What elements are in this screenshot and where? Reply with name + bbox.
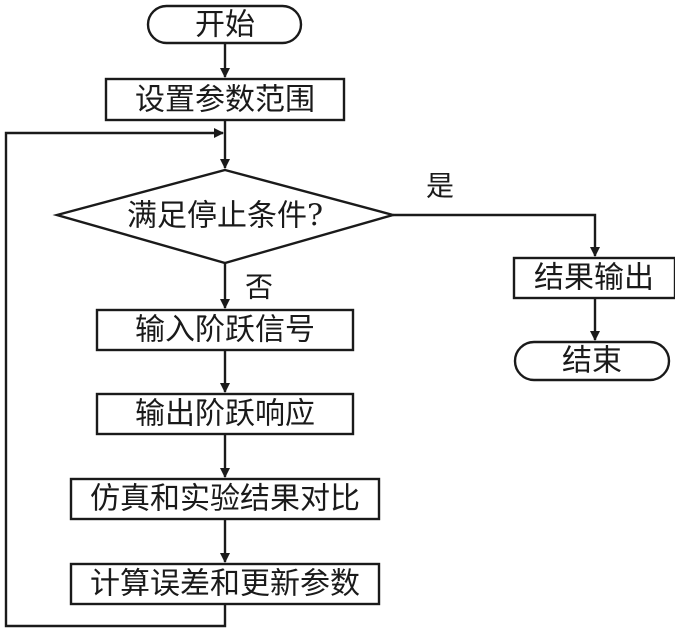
set-params-box xyxy=(104,77,346,122)
end-label: 结束 xyxy=(562,344,622,379)
compute-label: 计算误差和更新参数 xyxy=(90,567,360,602)
decision-diamond xyxy=(52,168,398,265)
start-terminal-shape xyxy=(146,4,303,45)
node-end: 结束 xyxy=(513,340,671,382)
output-step-label: 输出阶跃响应 xyxy=(135,397,315,432)
set-params-label: 设置参数范围 xyxy=(135,83,315,118)
node-input-step: 输入阶跃信号 xyxy=(95,308,355,352)
compute-box xyxy=(69,562,381,606)
edge-feedback-loop xyxy=(4,128,227,628)
edge-label-no: 否 xyxy=(245,271,273,304)
decision-label: 满足停止条件? xyxy=(127,199,323,234)
node-start: 开始 xyxy=(146,4,303,45)
input-step-label: 输入阶跃信号 xyxy=(135,313,315,348)
result-output-label: 结果输出 xyxy=(534,261,654,296)
connectors xyxy=(4,43,600,628)
end-terminal-shape xyxy=(513,340,671,382)
start-label: 开始 xyxy=(195,8,255,43)
input-step-box xyxy=(95,308,355,352)
node-set-params: 设置参数范围 xyxy=(104,77,346,122)
compare-box xyxy=(69,477,381,521)
node-result-output: 结果输出 xyxy=(512,256,675,300)
node-compare: 仿真和实验结果对比 xyxy=(69,477,381,521)
result-output-box xyxy=(512,256,675,300)
node-compute: 计算误差和更新参数 xyxy=(69,562,381,606)
output-step-box xyxy=(95,392,355,436)
edge-label-yes: 是 xyxy=(426,170,454,203)
node-decision: 满足停止条件? xyxy=(52,168,398,265)
edge-decision-yes-to-result xyxy=(393,213,600,257)
node-output-step: 输出阶跃响应 xyxy=(95,392,355,436)
compare-label: 仿真和实验结果对比 xyxy=(90,482,360,517)
